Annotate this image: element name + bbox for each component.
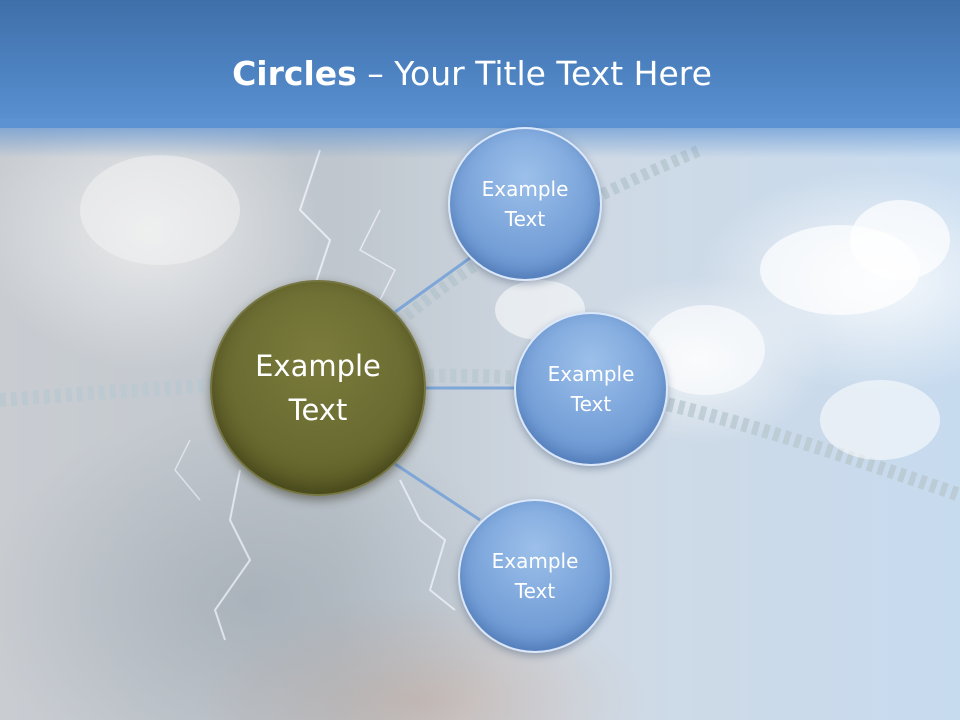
- center-circle-label: Example Text: [255, 349, 381, 427]
- title-bar: [0, 0, 960, 128]
- satellite-circle-bottom[interactable]: Example Text: [458, 499, 612, 653]
- satellite-circle-top[interactable]: Example Text: [448, 127, 602, 281]
- title-bold: Circles: [232, 54, 357, 93]
- connector-top: [394, 256, 471, 314]
- satellite-label-middle: Example Text: [547, 362, 635, 416]
- satellite-label-top: Example Text: [481, 177, 569, 231]
- title-rest: – Your Title Text Here: [356, 54, 712, 93]
- satellite-circle-middle[interactable]: Example Text: [514, 312, 668, 466]
- slide-title: Circles – Your Title Text Here: [0, 52, 944, 96]
- center-circle[interactable]: Example Text: [210, 280, 426, 496]
- connector-bottom: [394, 462, 481, 522]
- satellite-label-bottom: Example Text: [491, 549, 579, 603]
